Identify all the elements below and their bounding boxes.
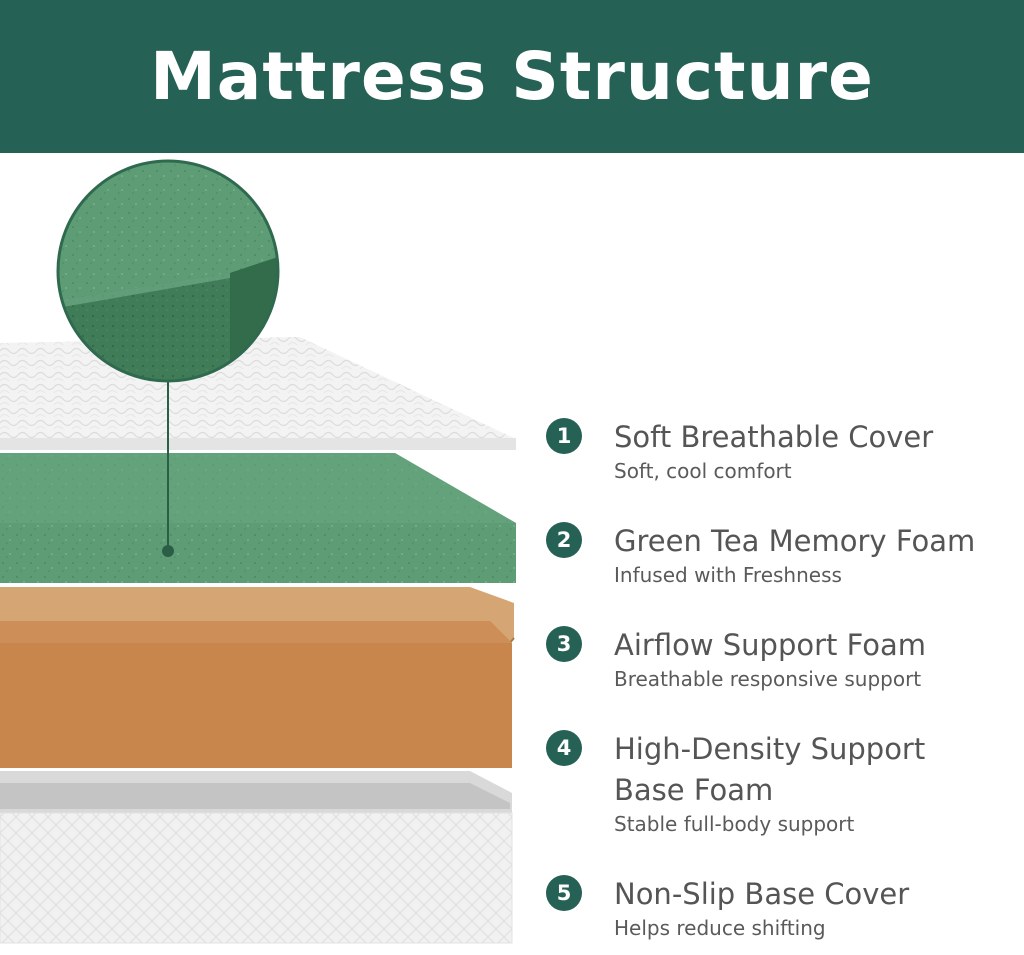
feature-list: 1 Soft Breathable Cover Soft, cool comfo… [546,0,1016,955]
feature-title: Soft Breathable Cover [614,420,934,454]
feature-title-line2: Base Foam [614,773,774,807]
feature-subtitle: Breathable responsive support [614,667,922,691]
feature-title-line1: High-Density Support [614,732,926,766]
layer-base-foam [0,621,512,768]
number-badge: 3 [546,626,582,662]
feature-subtitle: Helps reduce shifting [614,916,826,940]
feature-title: Airflow Support Foam [614,628,927,662]
header-banner: Mattress Structure [0,0,1024,153]
page-title: Mattress Structure [150,38,874,115]
feature-title: Non-Slip Base Cover [614,877,910,911]
feature-subtitle: Soft, cool comfort [614,459,792,483]
layer-soft-cover [0,337,516,450]
number-badge: 4 [546,730,582,766]
feature-title: Green Tea Memory Foam [614,524,976,558]
layer-green-foam [0,453,516,583]
number-badge: 2 [546,522,582,558]
feature-subtitle: Stable full-body support [614,812,855,836]
number-badge: 1 [546,418,582,454]
layer-base-cover [0,771,513,944]
number-badge: 5 [546,875,582,911]
mattress-illustration [0,153,1024,955]
feature-subtitle: Infused with Freshness [614,563,842,587]
mattress-layers-graphic [0,159,516,944]
